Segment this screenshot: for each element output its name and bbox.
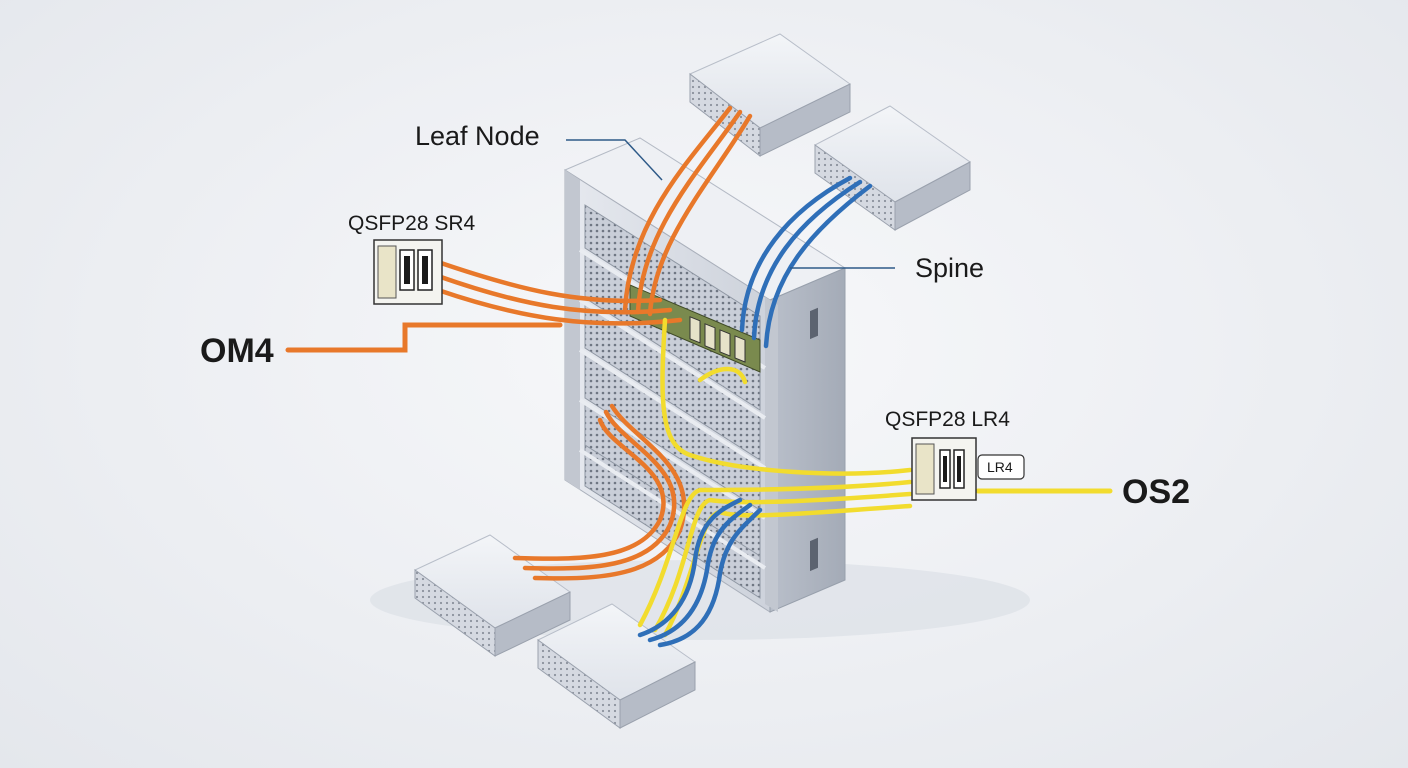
lr4-tag-box: [977, 454, 1025, 480]
spine-switch-top-left: [689, 33, 851, 158]
os2-label: OS2: [1122, 473, 1190, 511]
om4-lead-fiber: [285, 322, 563, 353]
spine-fiber-bundle-top: [739, 175, 873, 349]
qsfp28-sr4-module: [373, 239, 443, 305]
leader-lines: [566, 139, 895, 269]
leaf-node-leader: [566, 139, 663, 181]
om4-fiber-bundle-bottom: [512, 403, 687, 581]
om4-label: OM4: [200, 332, 274, 370]
leaf-switch-bottom-left: [414, 534, 571, 657]
spine-label: Spine: [915, 253, 984, 283]
om4-fiber-bundle-top: [622, 105, 753, 317]
lr4-module-label: QSFP28 LR4: [885, 408, 1010, 431]
om4-fiber-bundle-sr4: [435, 259, 683, 326]
leaf-switch-bottom-right: [537, 603, 696, 729]
blue-fiber-bundle-bottom: [637, 497, 763, 648]
qsfp28-lr4-module: [911, 437, 1025, 501]
lr4-tag-label: LR4: [987, 459, 1013, 475]
sr4-module-label: QSFP28 SR4: [348, 212, 476, 235]
leaf-node-label: Leaf Node: [415, 121, 540, 151]
transceiver-board: [629, 284, 761, 373]
